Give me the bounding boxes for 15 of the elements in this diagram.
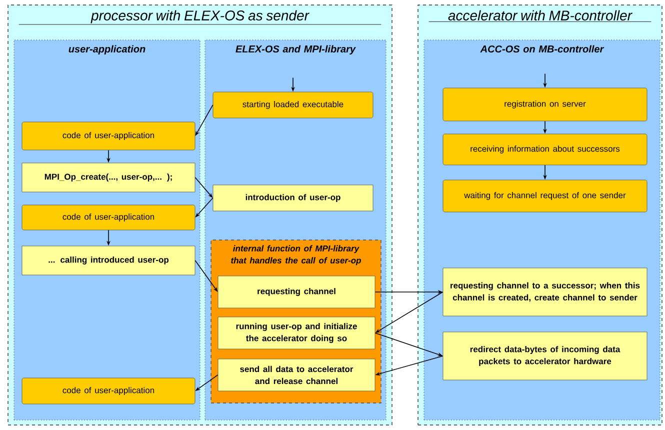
call-box: running user-op and initialize the accelerator doing so (218, 316, 376, 350)
call-box: introduction of user-op (212, 184, 374, 212)
call-box: MPI_Op_create(..., user-op,... ); (22, 162, 196, 192)
process-box: registration on server (442, 88, 648, 122)
call-box: send all data to accelerator and release channel (218, 358, 376, 392)
process-box: starting loaded executable (212, 92, 374, 118)
call-box: requesting channel to a successor; when this channel is created, create channel to sender (442, 268, 648, 316)
process-box: waiting for channel request of one sender (442, 180, 648, 212)
call-box: ... calling introduced user-op (22, 246, 196, 276)
call-box: redirect data-bytes of incoming data packets to accelerator hardware (442, 332, 648, 380)
process-box: code of user-application (22, 122, 196, 150)
process-box: code of user-application (22, 204, 196, 230)
call-box: requesting channel (218, 276, 376, 308)
process-box: receiving information about successors (442, 134, 648, 166)
process-box: code of user-application (22, 378, 196, 404)
